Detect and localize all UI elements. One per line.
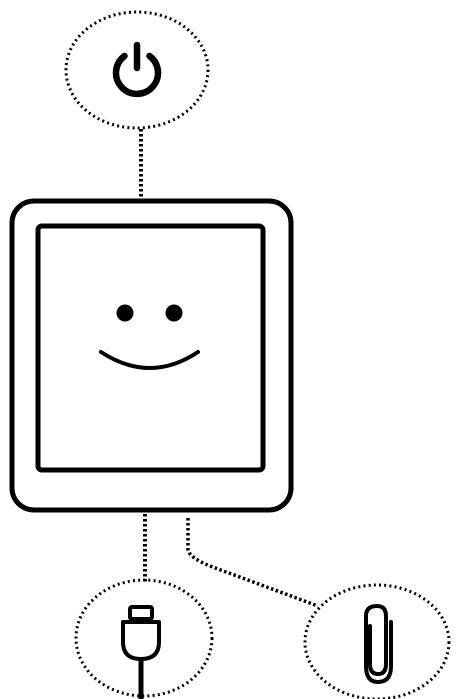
- paperclip-icon: [364, 604, 393, 684]
- connector-lines: [139, 129, 319, 608]
- callout-circle: [74, 578, 214, 698]
- device-body: [9, 198, 294, 513]
- power-button-callout: [64, 10, 210, 130]
- reset-pinhole-callout: [303, 583, 451, 699]
- smile: [99, 350, 200, 370]
- ereader-device: [9, 198, 294, 513]
- callout-circle: [303, 583, 451, 699]
- right-eye: [165, 304, 183, 322]
- usb-port-callout: [74, 578, 214, 699]
- usb-cable-icon: [121, 605, 161, 699]
- left-eye: [116, 304, 134, 322]
- power-icon: [112, 41, 162, 98]
- callout-circle: [64, 10, 210, 130]
- smiley-face: [99, 304, 200, 370]
- reset-connector-line: [186, 518, 319, 608]
- device-screen: [35, 223, 266, 473]
